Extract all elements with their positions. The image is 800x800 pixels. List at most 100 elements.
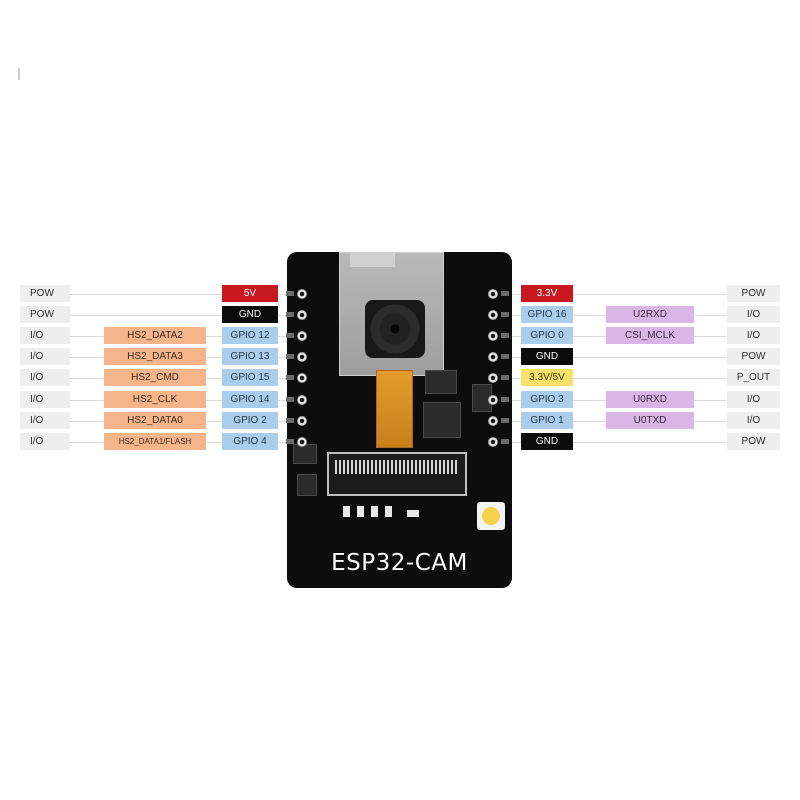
esp32-cam-board: ESP32-CAM	[286, 252, 512, 588]
pin-type-label: I/O	[727, 412, 780, 429]
chip	[423, 402, 461, 438]
flash-led-core	[482, 507, 500, 525]
pin-function-label: U2RXD	[606, 306, 694, 323]
pin-name-label: GND	[521, 433, 573, 450]
pin-type-label: P_OUT	[727, 369, 780, 386]
pin-type-label: I/O	[20, 412, 70, 429]
pin-function-label: HS2_CLK	[104, 391, 206, 408]
silkscreen-mark	[501, 439, 509, 444]
header-pin-icon	[488, 416, 498, 426]
silkscreen-mark	[501, 333, 509, 338]
fpc-connector	[327, 452, 467, 496]
pin-name-label: GPIO 12	[222, 327, 278, 344]
silkscreen-mark	[286, 418, 294, 423]
pin-name-label: GPIO 4	[222, 433, 278, 450]
pin-name-label: 3.3V	[521, 285, 573, 302]
header-pin-icon	[488, 310, 498, 320]
silkscreen-mark	[286, 333, 294, 338]
edge-mark	[18, 68, 20, 80]
chip	[297, 474, 317, 496]
pin-function-label: HS2_DATA0	[104, 412, 206, 429]
pin-function-label: U0RXD	[606, 391, 694, 408]
pin-type-label: POW	[20, 306, 70, 323]
pin-function-label: HS2_CMD	[104, 369, 206, 386]
pin-name-label: GPIO 13	[222, 348, 278, 365]
pin-function-label: HS2_DATA2	[104, 327, 206, 344]
pin-name-label: GPIO 1	[521, 412, 573, 429]
pin-type-label: POW	[727, 348, 780, 365]
smd-component	[357, 506, 364, 517]
header-pin-icon	[488, 437, 498, 447]
pin-name-label: GPIO 14	[222, 391, 278, 408]
smd-component	[343, 506, 350, 517]
pin-function-label: HS2_DATA1/FLASH	[104, 433, 206, 450]
pin-function-label: CSI_MCLK	[606, 327, 694, 344]
connector-line	[512, 294, 727, 295]
sd-card-notch	[350, 253, 395, 267]
silkscreen-mark	[501, 291, 509, 296]
pin-type-label: POW	[727, 285, 780, 302]
silkscreen-mark	[286, 375, 294, 380]
pin-name-label: 3.3V/5V	[521, 369, 573, 386]
smd-component	[385, 506, 392, 517]
header-pin-icon	[297, 437, 307, 447]
pin-type-label: POW	[727, 433, 780, 450]
header-pin-icon	[488, 331, 498, 341]
pin-type-label: POW	[20, 285, 70, 302]
pin-name-label: GPIO 15	[222, 369, 278, 386]
header-pin-icon	[297, 289, 307, 299]
silkscreen-mark	[501, 375, 509, 380]
pin-name-label: GPIO 3	[521, 391, 573, 408]
silkscreen-mark	[286, 291, 294, 296]
header-pin-icon	[488, 289, 498, 299]
smd-component	[407, 510, 419, 517]
header-pin-icon	[297, 395, 307, 405]
camera-lens-icon	[365, 300, 425, 358]
connector-line	[512, 442, 727, 443]
pin-function-label: U0TXD	[606, 412, 694, 429]
flash-led-icon	[477, 502, 505, 530]
connector-line	[70, 315, 287, 316]
silkscreen-mark	[501, 418, 509, 423]
pin-type-label: I/O	[20, 391, 70, 408]
chip	[293, 444, 317, 464]
smd-component	[371, 506, 378, 517]
header-pin-icon	[488, 395, 498, 405]
pin-name-label: GPIO 16	[521, 306, 573, 323]
connector-line	[512, 357, 727, 358]
silkscreen-mark	[501, 312, 509, 317]
silkscreen-mark	[286, 439, 294, 444]
camera-ribbon-cable	[376, 370, 413, 448]
silkscreen-mark	[286, 354, 294, 359]
header-pin-icon	[297, 373, 307, 383]
header-pin-icon	[297, 352, 307, 362]
pin-type-label: I/O	[20, 348, 70, 365]
pin-name-label: GPIO 2	[222, 412, 278, 429]
pin-type-label: I/O	[727, 306, 780, 323]
pin-name-label: 5V	[222, 285, 278, 302]
pin-name-label: GND	[521, 348, 573, 365]
pin-name-label: GPIO 0	[521, 327, 573, 344]
pin-type-label: I/O	[20, 327, 70, 344]
header-pin-icon	[297, 416, 307, 426]
board-title: ESP32-CAM	[331, 550, 468, 576]
pin-type-label: I/O	[20, 433, 70, 450]
pin-type-label: I/O	[727, 391, 780, 408]
header-pin-icon	[297, 331, 307, 341]
silkscreen-mark	[286, 312, 294, 317]
connector-line	[70, 294, 287, 295]
silkscreen-mark	[501, 354, 509, 359]
header-pin-icon	[488, 373, 498, 383]
pin-type-label: I/O	[727, 327, 780, 344]
header-pin-icon	[488, 352, 498, 362]
silkscreen-mark	[286, 397, 294, 402]
silkscreen-mark	[501, 397, 509, 402]
connector-line	[512, 378, 727, 379]
chip	[425, 370, 457, 394]
pin-name-label: GND	[222, 306, 278, 323]
header-pin-icon	[297, 310, 307, 320]
fpc-contacts	[335, 460, 459, 474]
pin-type-label: I/O	[20, 369, 70, 386]
pin-function-label: HS2_DATA3	[104, 348, 206, 365]
